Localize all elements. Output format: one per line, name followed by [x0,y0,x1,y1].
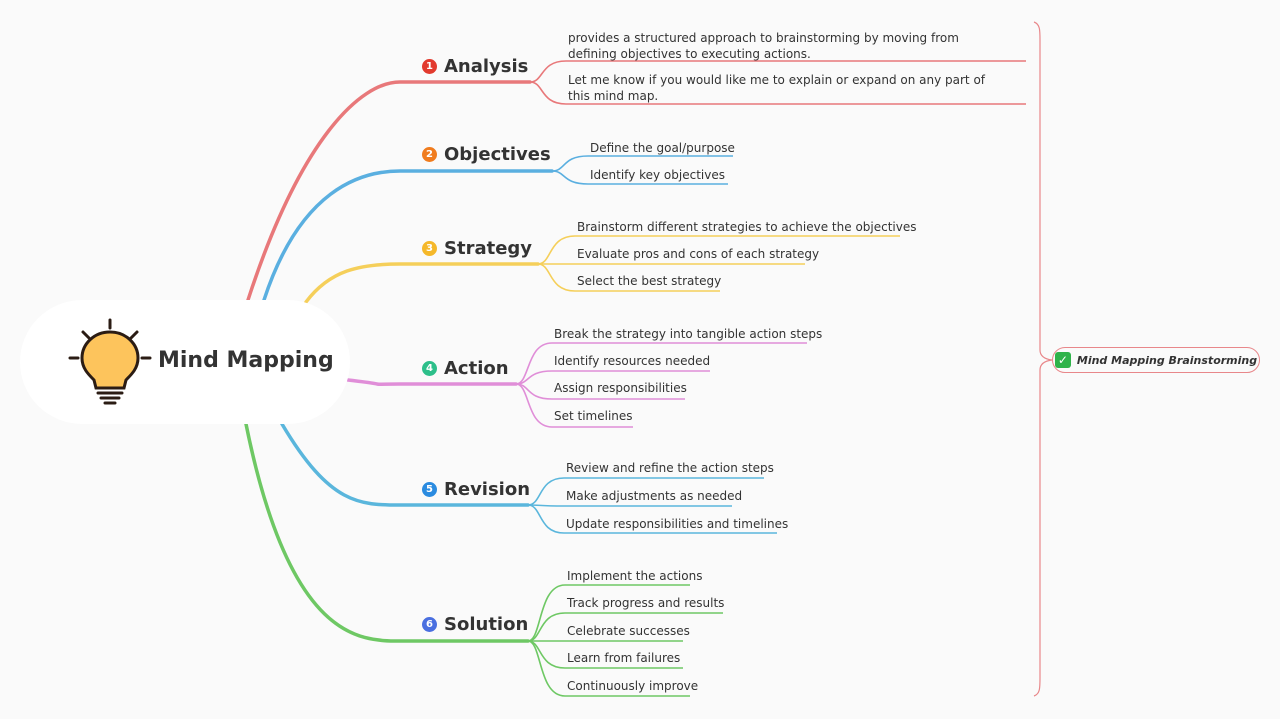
topic-label-action: Action [444,357,509,379]
leaf-line-action-0 [515,342,807,385]
leaf-solution-0[interactable]: Implement the actions [567,569,703,583]
leaf-line-analysis-1 [529,81,1026,105]
leaf-line-objectives-0 [551,155,733,172]
topic-label-analysis: Analysis [444,55,529,77]
summary-text: Mind Mapping Brainstorming [1076,353,1258,367]
branch-line-revision [280,422,530,507]
topic-analysis[interactable]: 1 Analysis [422,53,528,79]
leaf-analysis-0[interactable]: provides a structured approach to brains… [568,31,959,61]
leaf-action-2[interactable]: Assign responsibilities [554,381,687,395]
topic-objectives[interactable]: 2 Objectives [422,141,551,167]
leaf-strategy-0[interactable]: Brainstorm different strategies to achie… [577,220,917,234]
branch-line-action [346,378,518,387]
number-badge-icon-revision: 5 [422,481,437,497]
topic-label-solution: Solution [444,613,529,635]
central-topic[interactable] [20,300,350,424]
leaf-action-3[interactable]: Set timelines [554,409,633,423]
leaf-line-action-1 [515,370,710,385]
leaf-strategy-1[interactable]: Evaluate pros and cons of each strategy [577,247,820,261]
leaf-action-0[interactable]: Break the strategy into tangible action … [554,327,823,341]
topic-label-objectives: Objectives [444,143,551,165]
leaf-line-objectives-1 [551,170,728,185]
branch-line-strategy [304,262,540,304]
leaf-line-revision-1 [527,504,732,507]
topic-solution[interactable]: 6 Solution [422,611,528,637]
summary-bracket [1033,21,1053,697]
leaf-line-strategy-0 [537,235,900,265]
branch-line-solution [244,422,530,643]
summary-callout[interactable]: ✓ Mind Mapping Brainstorming [1052,347,1260,373]
leaf-solution-1[interactable]: Track progress and results [567,596,725,610]
topic-strategy[interactable]: 3 Strategy [422,235,532,261]
topic-action[interactable]: 4 Action [422,355,509,381]
branch-line-objectives [262,169,554,302]
leaf-revision-1[interactable]: Make adjustments as needed [566,489,743,503]
leaf-line-solution-0 [527,584,690,642]
leaf-strategy-2[interactable]: Select the best strategy [577,274,722,288]
leaf-line-solution-1 [527,612,723,642]
number-badge-icon-analysis: 1 [422,58,437,74]
topic-label-strategy: Strategy [444,237,533,259]
leaf-revision-2[interactable]: Update responsibilities and timelines [566,517,789,531]
leaf-line-strategy-2 [537,263,720,292]
central-topic-title: Mind Mapping [158,348,334,373]
leaf-line-solution-4 [527,640,690,697]
leaf-line-revision-0 [527,477,764,506]
leaf-action-1[interactable]: Identify resources needed [554,354,711,368]
leaf-line-revision-2 [527,504,777,534]
leaf-solution-4[interactable]: Continuously improve [567,679,699,693]
leaf-solution-2[interactable]: Celebrate successes [567,624,690,638]
topic-label-revision: Revision [444,478,531,500]
lightbulb-icon [68,318,152,405]
check-mark-icon: ✓ [1054,352,1071,368]
leaf-analysis-1[interactable]: Let me know if you would like me to expl… [568,73,986,103]
topic-revision[interactable]: 5 Revision [422,476,530,502]
leaf-revision-0[interactable]: Review and refine the action steps [566,461,774,475]
leaf-solution-3[interactable]: Learn from failures [567,651,681,665]
number-badge-icon-objectives: 2 [422,146,437,162]
leaf-line-analysis-0 [529,60,1026,83]
branch-line-analysis [246,80,532,302]
number-badge-icon-solution: 6 [422,616,437,632]
number-badge-icon-action: 4 [422,360,437,376]
leaf-objectives-0[interactable]: Define the goal/purpose [590,141,735,155]
leaf-line-action-3 [515,383,633,428]
number-badge-icon-strategy: 3 [422,240,437,256]
leaf-objectives-1[interactable]: Identify key objectives [590,168,725,182]
